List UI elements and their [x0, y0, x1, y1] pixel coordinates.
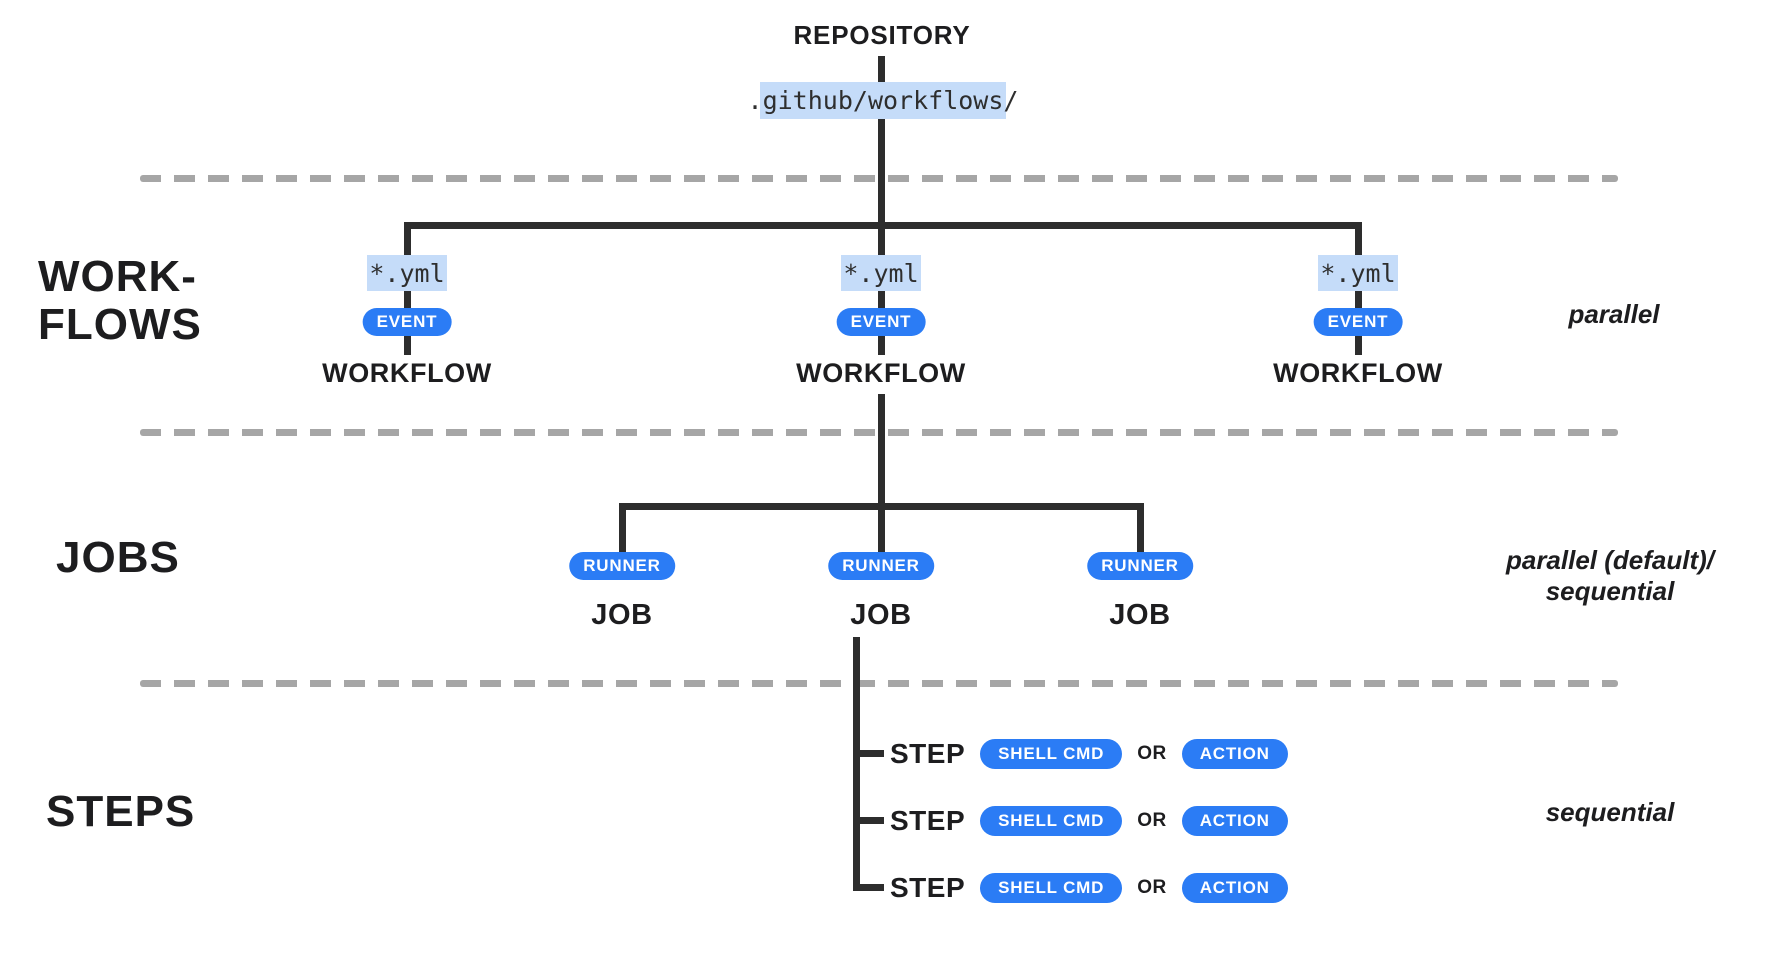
event-pill: EVENT [362, 308, 452, 336]
step-label: STEP [890, 737, 966, 769]
step-tick-line [853, 884, 884, 891]
shell-cmd-pill: SHELL CMD [980, 738, 1123, 769]
job-node-label: JOB [1109, 599, 1171, 631]
steps-spine-line [853, 637, 860, 891]
action-pill: ACTION [1181, 872, 1288, 903]
step-label: STEP [890, 871, 966, 903]
runner-pill: RUNNER [1087, 552, 1193, 580]
row-label-workflows-line2: FLOWS [38, 300, 202, 349]
workflow-node-label: WORKFLOW [322, 358, 492, 388]
runner-pill: RUNNER [828, 552, 934, 580]
step-tick-line [853, 817, 884, 824]
event-pill: EVENT [836, 308, 926, 336]
row-label-steps: STEPS [46, 787, 196, 836]
job-branch-line-right [1137, 503, 1144, 580]
side-note-jobs-line2: sequential [1545, 576, 1675, 606]
side-note-workflows: parallel [1568, 299, 1660, 329]
event-pill: EVENT [1313, 308, 1403, 336]
step-row: STEP SHELL CMD OR ACTION [890, 738, 1288, 769]
job-branch-line-left [619, 503, 626, 580]
row-label-jobs: JOBS [56, 533, 180, 582]
shell-cmd-pill: SHELL CMD [980, 872, 1123, 903]
step-row: STEP SHELL CMD OR ACTION [890, 805, 1288, 836]
row-label-workflows: WORK-FLOWS [38, 253, 202, 349]
repository-label: REPOSITORY [793, 20, 971, 50]
step-tick-line [853, 750, 884, 757]
section-divider-workflows [140, 175, 1618, 182]
runner-pill: RUNNER [569, 552, 675, 580]
action-pill: ACTION [1181, 738, 1288, 769]
side-note-jobs-line1: parallel (default)/ [1505, 545, 1715, 575]
yml-file-badge: *.yml [841, 255, 921, 291]
or-label: OR [1137, 742, 1167, 764]
yml-file-badge: *.yml [1318, 255, 1398, 291]
trunk-line-top [878, 56, 885, 82]
workflow-node-label: WORKFLOW [796, 358, 966, 388]
shell-cmd-pill: SHELL CMD [980, 805, 1123, 836]
trunk-line-bottom [878, 119, 885, 223]
job-node-label: JOB [850, 599, 912, 631]
step-label: STEP [890, 804, 966, 836]
action-pill: ACTION [1181, 805, 1288, 836]
workflow-to-jobs-line [878, 394, 885, 510]
or-label: OR [1137, 809, 1167, 831]
job-branch-line-center [878, 503, 885, 580]
workflow-node-label: WORKFLOW [1273, 358, 1443, 388]
section-divider-steps [140, 680, 1618, 687]
row-label-workflows-line1: WORK- [38, 252, 197, 301]
side-note-jobs: parallel (default)/sequential [1506, 545, 1714, 607]
yml-file-badge: *.yml [367, 255, 447, 291]
workflows-path-badge: .github/workflows/ [748, 82, 1018, 119]
side-note-steps: sequential [1545, 797, 1675, 827]
job-node-label: JOB [591, 599, 653, 631]
step-row: STEP SHELL CMD OR ACTION [890, 872, 1288, 903]
or-label: OR [1137, 876, 1167, 898]
